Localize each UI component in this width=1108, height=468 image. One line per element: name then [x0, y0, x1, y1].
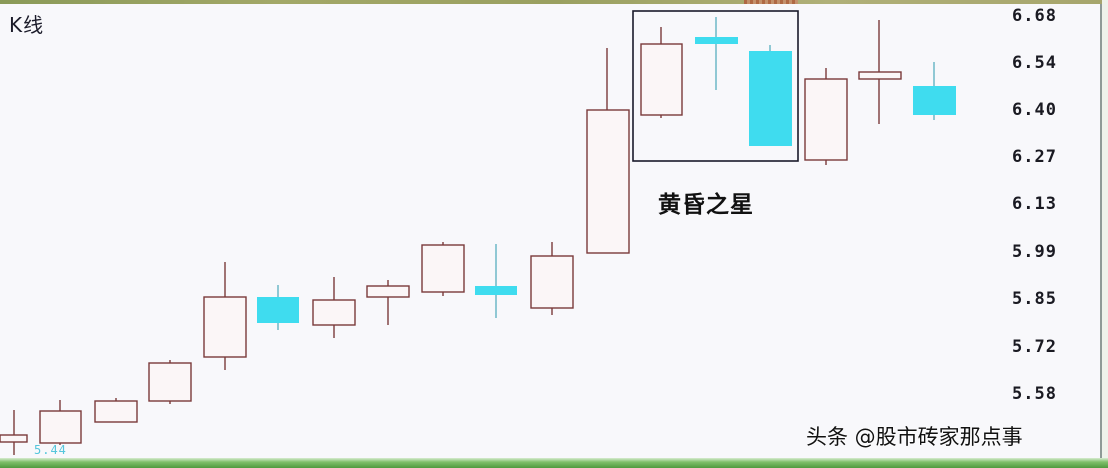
y-tick-label: 6.13 — [1012, 194, 1057, 214]
y-tick-label: 6.40 — [1012, 100, 1057, 120]
right-border — [1102, 0, 1108, 468]
y-tick-label: 5.85 — [1012, 289, 1057, 309]
evening-star-label: 黄昏之星 — [658, 192, 754, 218]
y-tick-label: 6.27 — [1012, 147, 1057, 167]
y-tick-label: 6.68 — [1012, 6, 1057, 26]
y-tick-label: 5.72 — [1012, 337, 1057, 357]
evening-star-box — [632, 10, 799, 162]
y-tick-label: 6.54 — [1012, 53, 1057, 73]
bottom-border-strip — [0, 458, 1108, 468]
y-tick-label: 5.99 — [1012, 242, 1057, 262]
chart-title: K线 — [9, 13, 45, 37]
low-price-label: 5.44 — [34, 443, 67, 457]
top-border-strip — [0, 0, 1108, 4]
down-candles — [257, 17, 956, 330]
y-tick-label: 5.58 — [1012, 384, 1057, 404]
up-candles — [0, 20, 902, 455]
watermark: 头条 @股市砖家那点事 — [806, 425, 1023, 449]
